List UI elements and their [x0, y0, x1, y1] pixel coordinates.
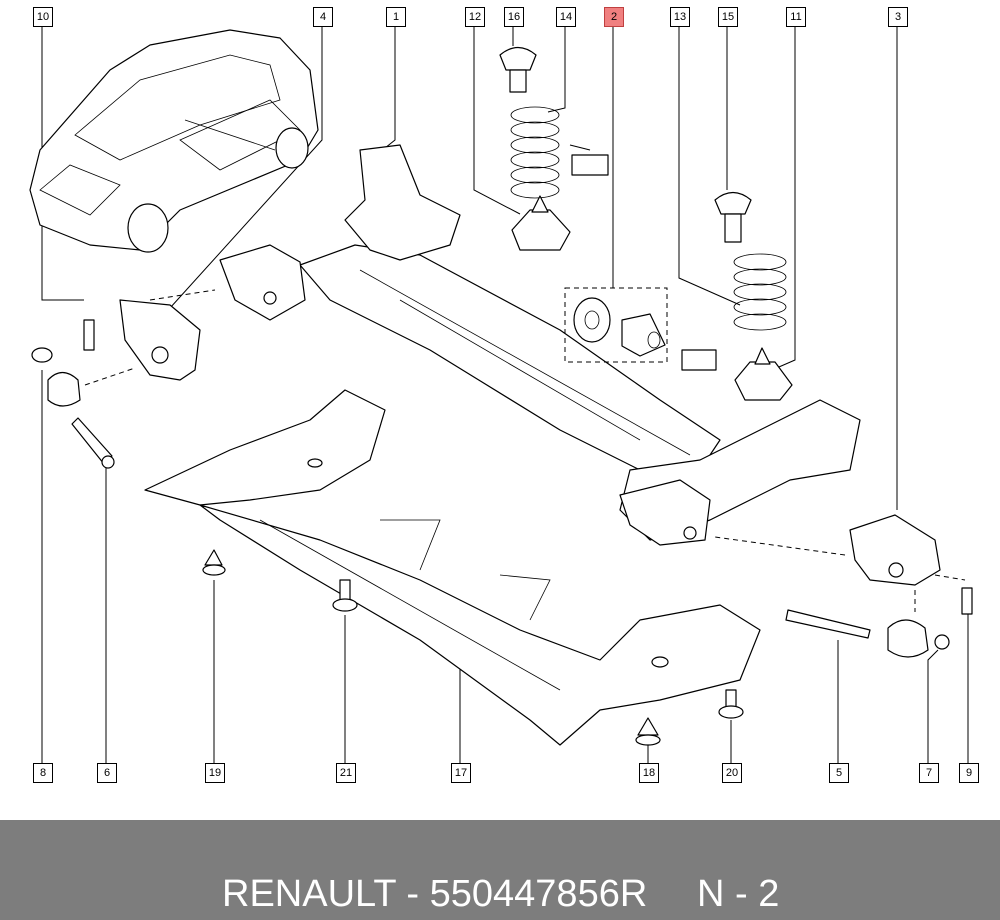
bush-kit-box	[564, 287, 668, 363]
diagram-page-number: N - 2	[697, 873, 780, 915]
callout-16: 16	[504, 7, 524, 27]
callout-1: 1	[386, 7, 406, 27]
callout-21: 21	[336, 763, 356, 783]
footer-caption-bar: RENAULT - 550447856R N - 2	[0, 820, 1000, 920]
callout-7: 7	[919, 763, 939, 783]
right-spring-set	[681, 191, 793, 401]
vehicle-illustration	[29, 29, 319, 253]
callout-5: 5	[829, 763, 849, 783]
callout-2-highlighted: 2	[604, 7, 624, 27]
callout-9: 9	[959, 763, 979, 783]
callout-19: 19	[205, 763, 225, 783]
underbody-fasteners	[202, 549, 744, 746]
callout-8: 8	[33, 763, 53, 783]
left-bracket-assembly	[31, 289, 216, 469]
callout-17: 17	[451, 763, 471, 783]
callout-15: 15	[718, 7, 738, 27]
underbody-crossmember	[144, 389, 761, 746]
callout-12: 12	[465, 7, 485, 27]
axle-beam	[219, 144, 861, 546]
leader-lines	[41, 26, 969, 763]
callout-14: 14	[556, 7, 576, 27]
callout-4: 4	[313, 7, 333, 27]
callout-6: 6	[97, 763, 117, 783]
callout-20: 20	[722, 763, 742, 783]
right-bracket-assembly	[714, 514, 973, 658]
callout-11: 11	[786, 7, 806, 27]
callout-10: 10	[33, 7, 53, 27]
callout-3: 3	[888, 7, 908, 27]
callout-18: 18	[639, 763, 659, 783]
rear-axle-exploded-diagram	[29, 26, 973, 763]
part-reference: RENAULT - 550447856R	[222, 873, 648, 915]
callout-13: 13	[670, 7, 690, 27]
left-spring-set	[499, 46, 609, 251]
